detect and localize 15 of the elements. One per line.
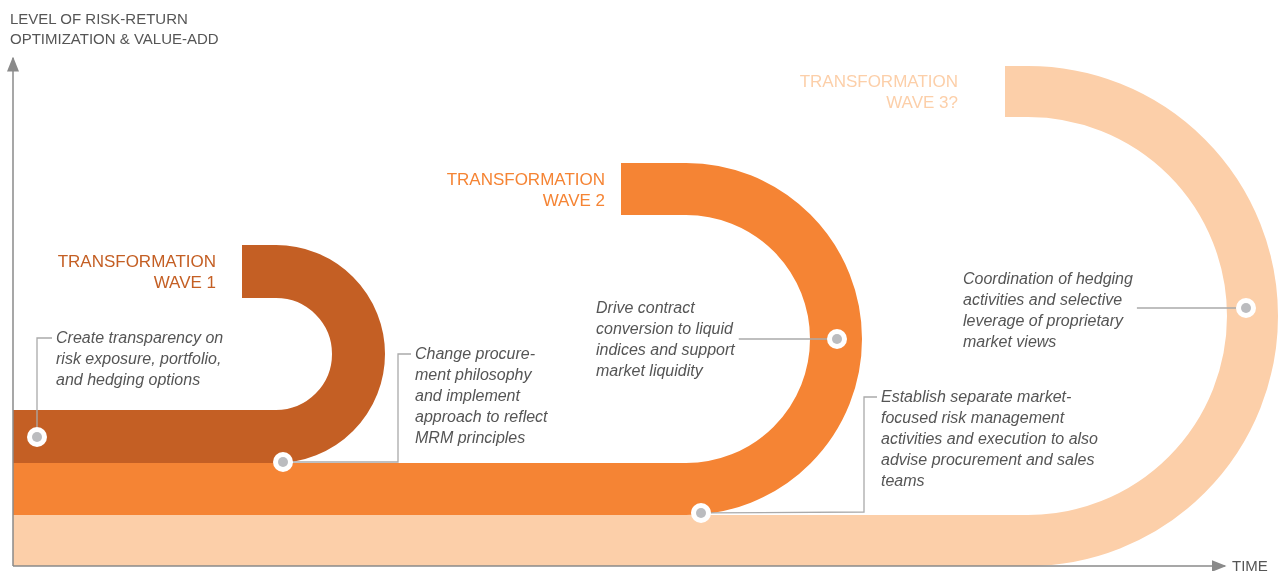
leader-line bbox=[1136, 307, 1237, 309]
leader-line bbox=[738, 338, 828, 340]
wave-title: TRANSFORMATION WAVE 3? bbox=[798, 71, 958, 113]
leader-line bbox=[36, 337, 53, 428]
annotation-text: Change procure- ment philosophy and implement approach to reflect MRM principles bbox=[415, 343, 561, 448]
annotation-text: Create transparency on risk exposure, portfolio, and hedging options bbox=[56, 327, 246, 390]
axis-label: TIME bbox=[1232, 556, 1268, 571]
annotation-text: Establish separate market-focused risk management activities and execution to also advise procurement and sales teams bbox=[881, 386, 1117, 491]
axis-label: LEVEL OF RISK-RETURN OPTIMIZATION & VALUE-ADD bbox=[10, 9, 220, 49]
leader-line bbox=[292, 353, 412, 463]
annotation-text: Drive contract conversion to liquid indices and support market liquidity bbox=[596, 297, 754, 381]
wave-title: TRANSFORMATION WAVE 2 bbox=[445, 169, 605, 211]
annotation-text: Coordination of hedging activities and selective leverage of proprietary market views bbox=[963, 268, 1159, 352]
leader-line bbox=[710, 396, 878, 514]
wave-title: TRANSFORMATION WAVE 1 bbox=[56, 251, 216, 293]
